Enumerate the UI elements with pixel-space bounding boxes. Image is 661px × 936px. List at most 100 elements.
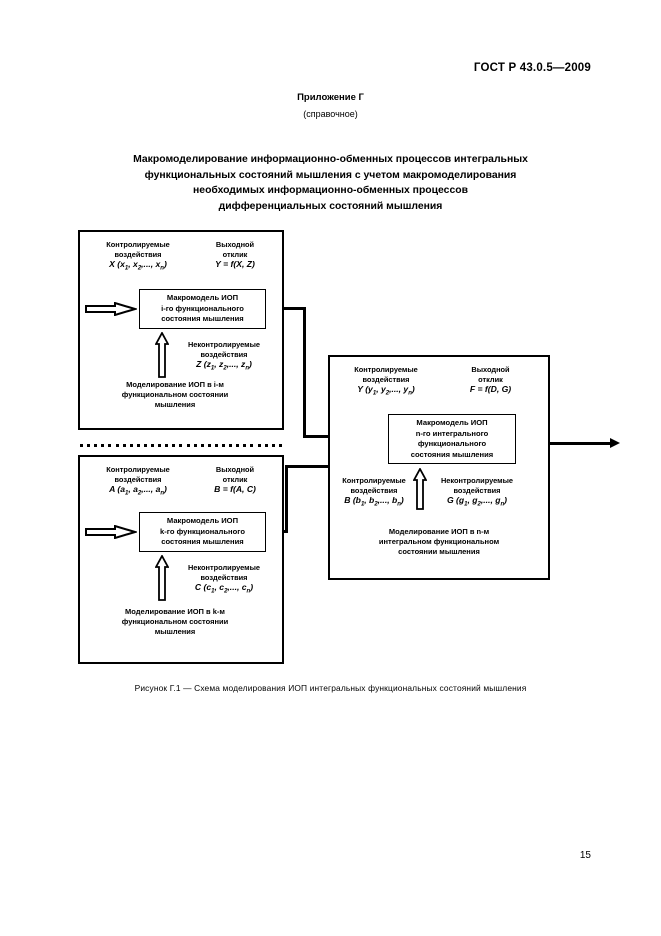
separator-dot [151,444,154,447]
top-output-formula: Y = f(X, Z) [215,259,255,270]
separator-dot [165,444,169,447]
top-note-line-1: Моделирование ИОП в i-м [126,380,224,389]
title-line-4: дифференциальных состояний мышления [218,200,443,212]
separator-dot [264,444,268,447]
separator-dot [122,444,126,447]
standard-number: ГОСТ Р 43.0.5—2009 [473,62,591,74]
right-output-label-1: Выходной [471,365,510,374]
right-panel-note: Моделирование ИОП в n-м интегральном фун… [334,527,544,557]
bottom-uncontrolled-label-1: Неконтролируемые [187,563,261,572]
macro-bottom-line-3: состояния мышления [161,537,244,547]
separator-dot [101,444,105,447]
bottom-note-line-2: функциональном состоянии [121,617,229,626]
top-controlled-caption: Контролируемые воздействия X (x1, x2,...… [86,240,190,275]
separator-dot [257,444,261,447]
top-note-line-2: функциональном состоянии [121,390,229,399]
bottom-uncontrolled-label-2: воздействия [200,572,248,582]
right-controlled2-label-2: воздействия [350,485,398,495]
annex-label: Приложение Г [297,92,364,103]
bottom-controlled-caption: Контролируемые воздействия A (a1, a2,...… [86,465,190,500]
annex-kind: (справочное) [303,109,358,119]
right-uncontrolled-formula: G (g1, g2,..., gn) [446,495,508,508]
separator-dot [193,444,197,447]
separator-dot [214,444,218,447]
right-controlled2-formula: B (b1, b2,..., bn) [344,495,404,508]
title-line-3: необходимых информационно-обменных проце… [193,185,468,196]
top-uncontrolled-caption: Неконтролируемые воздействия Z (z1, z2,.… [172,340,276,375]
panel-differential-state-i [78,230,284,430]
separator-dot [158,444,162,447]
separator-dot [229,444,233,447]
macro-right-line-4: состояния мышления [410,449,494,459]
panel-integral-state-n [328,355,550,580]
connector-bottom-out-v [285,465,288,533]
bottom-controlled-label-2: воздействия [114,474,162,484]
top-controlled-formula: X (x1, x2,..., xn) [109,259,167,272]
bottom-controlled-formula: A (a1, a2,..., an) [109,484,167,497]
panel-differential-state-k [78,455,284,664]
separator-dot [115,444,119,447]
macro-bottom-line-2: k-го функционального [160,526,245,536]
top-panel-note: Моделирование ИОП в i-м функциональном с… [86,380,264,410]
annex-heading: Приложение Г (справочное) [0,92,661,119]
title-line-1: Макромоделирование информационно-обменны… [133,154,528,165]
separator-dot [129,444,133,447]
right-uncontrolled-caption: Неконтролируемые воздействия G (g1, g2,.… [424,476,530,511]
separator-dot [243,444,247,447]
uncontrolled-arrow-icon-bottom [155,555,169,601]
connector-top-out-h [266,307,306,310]
figure-caption: Рисунок Г.1 — Схема моделирования ИОП ин… [134,683,527,693]
macro-bottom-line-1: Макромодель ИОП [166,516,239,526]
separator-dot [143,444,147,447]
bottom-output-label-2: отклик [222,474,248,484]
separator-dot [108,444,112,447]
top-uncontrolled-label-2: воздействия [200,349,248,359]
bottom-panel-note: Моделирование ИОП в k-м функциональном с… [86,607,264,637]
page-number: 15 [579,850,591,861]
bottom-uncontrolled-caption: Неконтролируемые воздействия C (c1, c2,.… [172,563,276,598]
right-controlled2-caption: Контролируемые воздействия B (b1, b2,...… [330,476,418,511]
macro-top-line-2: i-го функционального [161,303,244,313]
right-note-line-2: интегральном функциональном [378,537,500,546]
macro-top-line-1: Макромодель ИОП [166,293,239,303]
right-output-formula: F = f(D, G) [469,384,512,395]
uncontrolled-arrow-icon-right [413,468,427,510]
bottom-note-line-3: мышления [154,627,196,636]
macro-right-line-3: функционального [417,439,487,448]
top-output-label-1: Выходной [215,240,255,249]
top-note-line-3: мышления [154,400,196,409]
separator-dot [236,444,240,447]
separator-dot [172,444,176,447]
macromodel-box-n: Макромодель ИОП n-го интегрального функц… [388,414,516,464]
top-controlled-label-1: Контролируемые [106,240,170,249]
bottom-note-line-1: Моделирование ИОП в k-м [125,607,225,616]
bottom-output-formula: B = f(A, C) [214,484,256,495]
macromodel-box-i: Макромодель ИОП i-го функционального сос… [139,289,266,329]
title-line-2: функциональных состояний мышления с учет… [144,169,517,181]
right-controlled-formula: Y (y1, y2,..., yn) [357,384,415,397]
separator-dot [207,444,211,447]
separator-dot [200,444,204,447]
right-controlled-caption: Контролируемые воздействия Y (y1, y2,...… [334,365,438,400]
right-controlled-label-2: воздействия [362,374,410,384]
bottom-controlled-label-1: Контролируемые [106,465,170,474]
right-controlled2-label-1: Контролируемые [342,476,406,485]
separator-dot [80,444,83,447]
input-arrow-icon-bottom [85,525,137,539]
top-controlled-label-2: воздействия [114,249,162,259]
right-output-caption: Выходной отклик F = f(D, G) [443,365,538,395]
right-output-label-2: отклик [478,374,503,384]
right-note-line-1: Моделирование ИОП в n-м [388,527,490,536]
dotted-separator [80,444,286,448]
separator-dot [278,444,282,447]
separator-dot [271,444,275,447]
separator-dot [186,444,190,447]
bottom-output-label-1: Выходной [215,465,255,474]
uncontrolled-arrow-icon-top [155,332,169,378]
connector-right-out-h [516,442,616,445]
right-note-line-3: состоянии мышления [398,547,480,556]
macromodel-box-k: Макромодель ИОП k-го функционального сос… [139,512,266,552]
top-uncontrolled-label-1: Неконтролируемые [187,340,261,349]
right-controlled-label-1: Контролируемые [354,365,418,374]
bottom-output-caption: Выходной отклик B = f(A, C) [190,465,280,495]
